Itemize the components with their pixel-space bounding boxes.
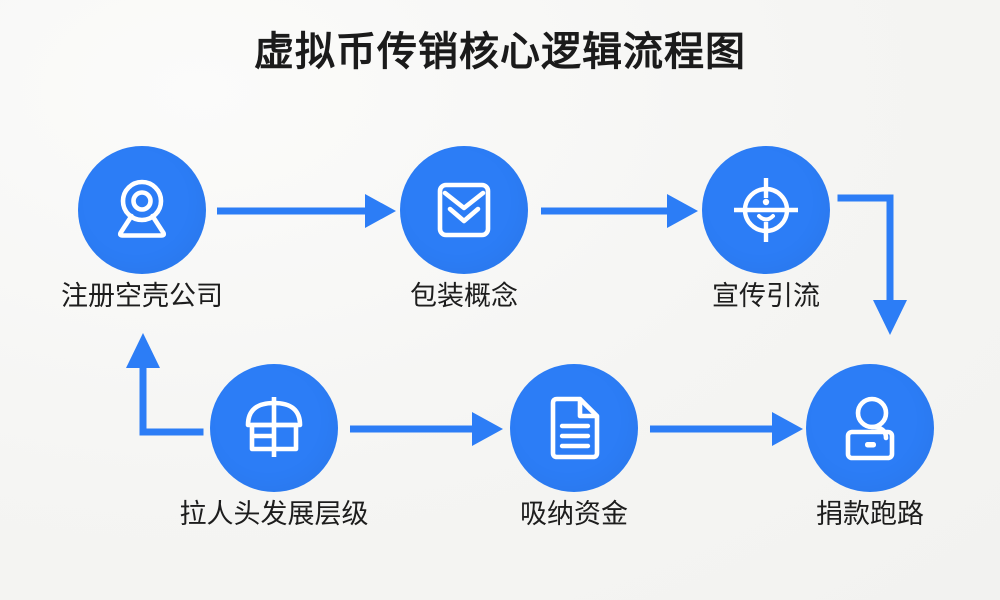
flow-node-abscond-with-funds[interactable]: 捐款跑路: [806, 364, 934, 529]
hierarchy-icon: [245, 397, 303, 457]
webcam-icon: [117, 179, 167, 238]
person-card-icon: [845, 396, 895, 461]
edge-node5-to-node6: [650, 412, 803, 446]
edge-node2-to-node3: [541, 194, 698, 228]
document-icon: [550, 396, 600, 460]
node-circle: [702, 146, 830, 274]
flow-node-promotion-traffic[interactable]: 宣传引流: [702, 146, 830, 311]
edge-node3-to-node6: [837, 194, 907, 335]
node-label: 拉人头发展层级: [179, 499, 369, 529]
node-circle: [400, 146, 528, 274]
node-circle: [78, 146, 206, 274]
flow-node-package-concept[interactable]: 包装概念: [400, 146, 528, 311]
node-circle: [510, 364, 638, 492]
edge-node1-to-node2: [217, 194, 396, 228]
flow-node-register-shell-company[interactable]: 注册空壳公司: [61, 146, 223, 311]
target-icon: [734, 178, 798, 242]
flow-node-recruit-hierarchy[interactable]: 拉人头发展层级: [180, 364, 369, 529]
node-label: 捐款跑路: [816, 499, 924, 529]
node-label: 宣传引流: [712, 281, 820, 311]
node-label: 吸纳资金: [520, 499, 628, 529]
node-circle: [806, 364, 934, 492]
node-label: 注册空壳公司: [61, 281, 223, 311]
node-circle: [210, 364, 338, 492]
edge-node4-to-node1: [126, 333, 204, 436]
node-label: 包装概念: [410, 281, 518, 311]
package-box-icon: [437, 182, 491, 238]
page-title: 虚拟币传销核心逻辑流程图: [254, 30, 746, 74]
flow-node-absorb-funds[interactable]: 吸纳资金: [510, 364, 638, 529]
edge-node4-to-node5: [350, 412, 503, 446]
